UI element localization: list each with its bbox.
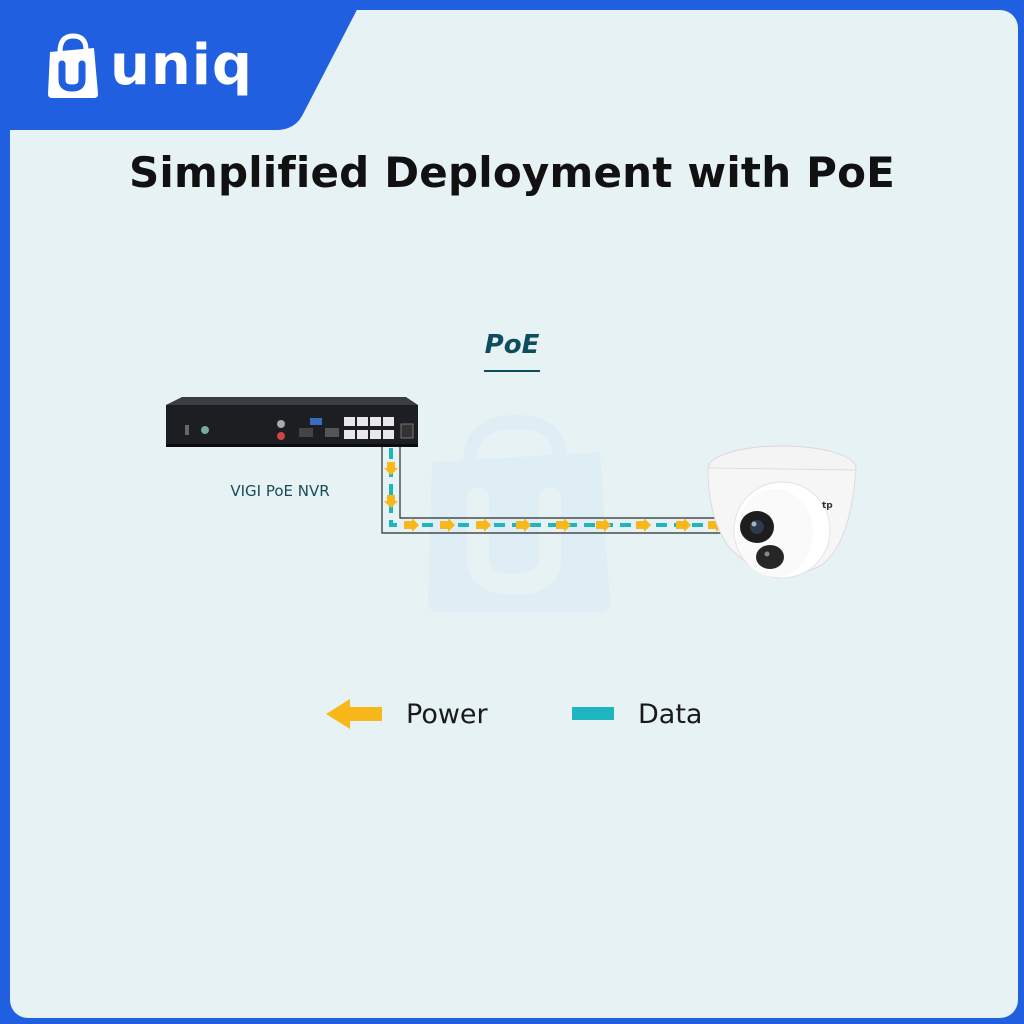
poe-link-label: PoE bbox=[484, 330, 540, 360]
turret-camera-icon: tp bbox=[707, 445, 857, 579]
brand-logo-text: uniq bbox=[110, 33, 254, 98]
watermark-bag-icon bbox=[428, 414, 610, 612]
content-panel bbox=[10, 10, 1018, 1018]
brand-logo[interactable]: uniq bbox=[40, 26, 253, 106]
svg-text:tp: tp bbox=[822, 501, 833, 511]
legend-label-data: Data bbox=[638, 698, 703, 730]
legend-item-power: Power bbox=[322, 697, 488, 731]
poe-label-underline bbox=[484, 370, 540, 372]
shopping-bag-icon bbox=[48, 33, 98, 98]
power-arrows-vertical bbox=[384, 462, 398, 508]
arrow-left-icon bbox=[326, 699, 382, 729]
nvr-label: VIGI PoE NVR bbox=[230, 482, 330, 500]
dash-icon bbox=[572, 707, 614, 720]
page-title: Simplified Deployment with PoE bbox=[128, 148, 896, 197]
legend-label-power: Power bbox=[406, 698, 488, 730]
legend-item-data: Data bbox=[570, 697, 702, 731]
nvr-device-icon bbox=[166, 397, 418, 447]
